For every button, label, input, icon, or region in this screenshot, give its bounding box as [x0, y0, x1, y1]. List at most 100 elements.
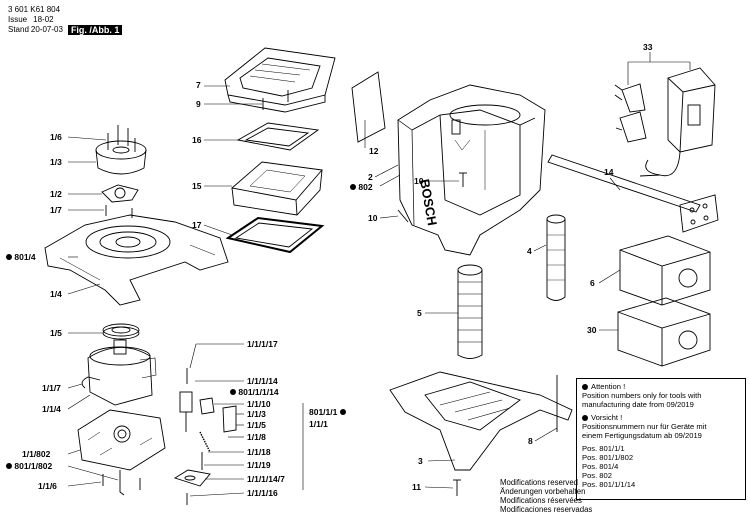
- callout-801-4: 801/4: [6, 252, 36, 262]
- callout-1-6: 1/6: [50, 132, 62, 142]
- position-item: Pos. 801/4: [582, 462, 619, 471]
- callout-8: 8: [528, 436, 533, 446]
- marker-dot-icon: [6, 254, 12, 260]
- callout-1-4: 1/4: [50, 289, 62, 299]
- vorsicht-text-2: einem Fertigungsdatum ab 09/2019: [582, 431, 702, 440]
- base-housing-part-1-4: [44, 214, 229, 306]
- callout-1-1-8: 1/1/8: [247, 432, 266, 442]
- attention-text-1: Position numbers only for tools with: [582, 391, 702, 400]
- callout-2: 2: [368, 172, 373, 182]
- screws-part-1-6: [107, 125, 136, 152]
- prism-part-1-2: [101, 184, 139, 203]
- callout-801-1-802: 801/1/802: [6, 461, 52, 471]
- callout-5: 5: [417, 308, 422, 318]
- callout-1-3: 1/3: [50, 157, 62, 167]
- callout-10-upper: 10: [414, 176, 424, 186]
- callout-1-1-4: 1/1/4: [42, 404, 61, 414]
- modifications-line: Modifications reserved: [500, 478, 579, 487]
- callout-1-1-6: 1/1/6: [38, 481, 57, 491]
- bellows-part-5: [457, 264, 483, 359]
- callout-9: 9: [196, 99, 201, 109]
- top-cover-part: [224, 47, 336, 113]
- stand-value: 20-07-03: [30, 25, 63, 34]
- callout-1-1-802: 1/1/802: [22, 449, 51, 459]
- callout-802: 802: [350, 182, 373, 192]
- base-plate-part-3: [389, 371, 573, 471]
- callout-801-1-1-14: 801/1/1/14: [230, 387, 279, 397]
- callout-1-1-1: 1/1/1: [309, 419, 328, 429]
- callout-1-1-3: 1/1/3: [247, 409, 266, 419]
- callout-1-1-1-14-7: 1/1/1/14/7: [247, 474, 285, 484]
- seal-frame-part-16: [236, 122, 320, 151]
- stand-label: Stand: [8, 25, 29, 34]
- position-item: Pos. 801/1/1/14: [582, 480, 636, 489]
- callout-33: 33: [643, 42, 653, 52]
- marker-dot-icon: [350, 184, 356, 190]
- position-item: Pos. 802: [582, 471, 612, 480]
- charger-part-33: [614, 67, 716, 177]
- manual-sheet-part-12: [351, 71, 386, 143]
- screw-part-11: [453, 479, 461, 496]
- head-cap-part-1-3: [95, 140, 147, 175]
- notice-box: Attention ! Position numbers only for to…: [576, 378, 746, 500]
- figure-label: Fig. /Abb. 1: [67, 25, 123, 35]
- callout-10-lower: 10: [368, 213, 378, 223]
- issue-value: 18-02: [33, 15, 54, 24]
- tube-part-4: [546, 214, 566, 301]
- callout-6: 6: [590, 278, 595, 288]
- screws-part-1-1-6: [102, 474, 141, 490]
- part-number: 3 601 K61 804: [8, 5, 61, 14]
- vorsicht-text-1: Positionsnummern nur für Geräte mit: [582, 422, 707, 431]
- callout-1-1-19: 1/1/19: [247, 460, 271, 470]
- marker-dot-icon: [6, 463, 12, 469]
- header-block: 3 601 K61 804 Issue 18-02 Stand 20-07-03…: [8, 5, 123, 35]
- modifications-notice: Modifications reserved Änderungen vorbeh…: [500, 478, 592, 514]
- spring-clip-part-1-1-7: [81, 376, 101, 389]
- callout-1-1-1-14: 1/1/1/14: [247, 376, 278, 386]
- cable-part-1-1-802: [119, 470, 125, 496]
- main-housing-part-2: [397, 84, 546, 256]
- callout-1-1-1-17: 1/1/1/17: [247, 339, 278, 349]
- callout-12: 12: [369, 146, 379, 156]
- marker-dot-icon: [582, 414, 588, 421]
- motor-block-part-1-1: [87, 339, 157, 406]
- strip-part-14: [547, 154, 701, 213]
- pcb-part-1-1-4: [77, 409, 166, 471]
- callout-30: 30: [587, 325, 597, 335]
- screws-part-9: [262, 90, 289, 110]
- modifications-line: Modifications réservées: [500, 496, 582, 505]
- callout-17: 17: [192, 220, 202, 230]
- battery-pack-part-30: [617, 297, 711, 367]
- window-cover-part-15: [231, 161, 323, 216]
- screw-part-10-upper: [459, 172, 467, 187]
- bearing-ring-part-1-5: [102, 323, 140, 340]
- callout-1-7: 1/7: [50, 205, 62, 215]
- screw-part-10-lower: [397, 209, 409, 223]
- callout-3: 3: [418, 456, 423, 466]
- marker-dot-icon: [230, 389, 236, 395]
- callout-1-1-7: 1/1/7: [42, 383, 61, 393]
- callout-1-1-1-16: 1/1/1/16: [247, 488, 278, 498]
- callout-1-2: 1/2: [50, 189, 62, 199]
- callout-11: 11: [412, 482, 421, 492]
- label-plate: [679, 194, 719, 233]
- screws-part-1-7: [105, 205, 133, 218]
- position-item: Pos. 801/1/1: [582, 444, 625, 453]
- callout-16: 16: [192, 135, 202, 145]
- callout-7: 7: [196, 80, 201, 90]
- marker-dot-icon: [339, 409, 346, 415]
- position-list: Pos. 801/1/1 Pos. 801/1/802 Pos. 801/4 P…: [582, 444, 740, 489]
- leader-lines: [67, 52, 691, 497]
- vorsicht-title: Vorsicht !: [591, 413, 623, 422]
- callout-1-1-18: 1/1/18: [247, 447, 271, 457]
- modifications-line: Änderungen vorbehalten: [500, 487, 586, 496]
- callout-801-1-1: 801/1/1: [309, 407, 346, 417]
- marker-dot-icon: [582, 383, 588, 390]
- callout-4: 4: [527, 246, 532, 256]
- attention-text-2: manufacturing date from 09/2019: [582, 400, 694, 409]
- callout-1-1-5: 1/1/5: [247, 420, 266, 430]
- callout-14: 14: [604, 167, 614, 177]
- callout-1-5: 1/5: [50, 328, 62, 338]
- small-parts-group: [173, 368, 237, 505]
